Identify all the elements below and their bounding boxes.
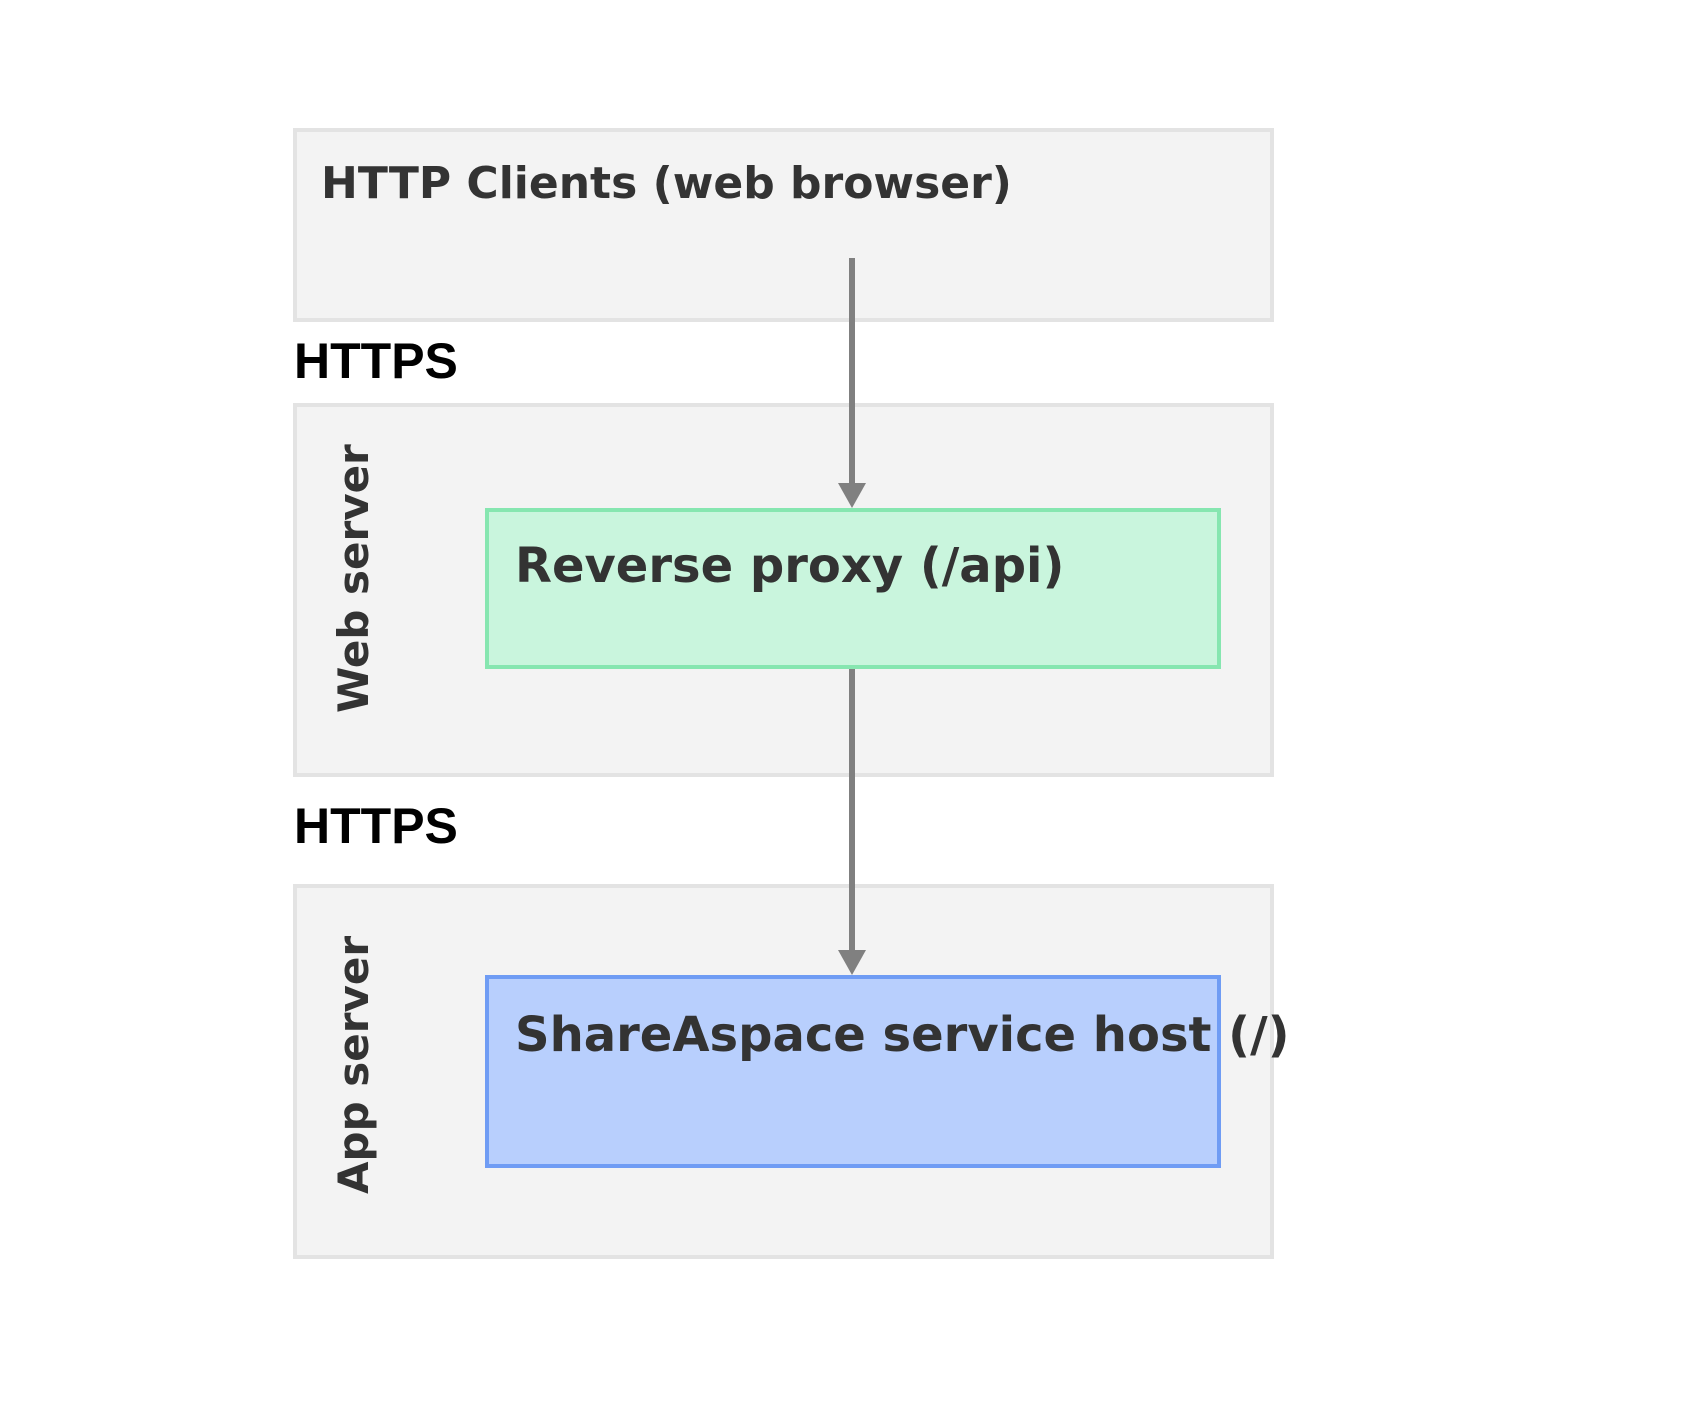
app-server-label: App server bbox=[329, 935, 378, 1194]
web-server-label: Web server bbox=[329, 444, 378, 713]
shareaspace-service-host-label: ShareAspace service host (/) bbox=[515, 1007, 1290, 1063]
edge-label-https-2: HTTPS bbox=[294, 798, 458, 854]
edge-label-https-1: HTTPS bbox=[294, 333, 458, 389]
shareaspace-service-host-node: ShareAspace service host (/) bbox=[485, 975, 1290, 1168]
http-clients-panel: HTTP Clients (web browser) bbox=[293, 128, 1274, 322]
reverse-proxy-label: Reverse proxy (/api) bbox=[515, 538, 1065, 594]
http-clients-title: HTTP Clients (web browser) bbox=[321, 158, 1012, 209]
reverse-proxy-node: Reverse proxy (/api) bbox=[485, 508, 1221, 669]
